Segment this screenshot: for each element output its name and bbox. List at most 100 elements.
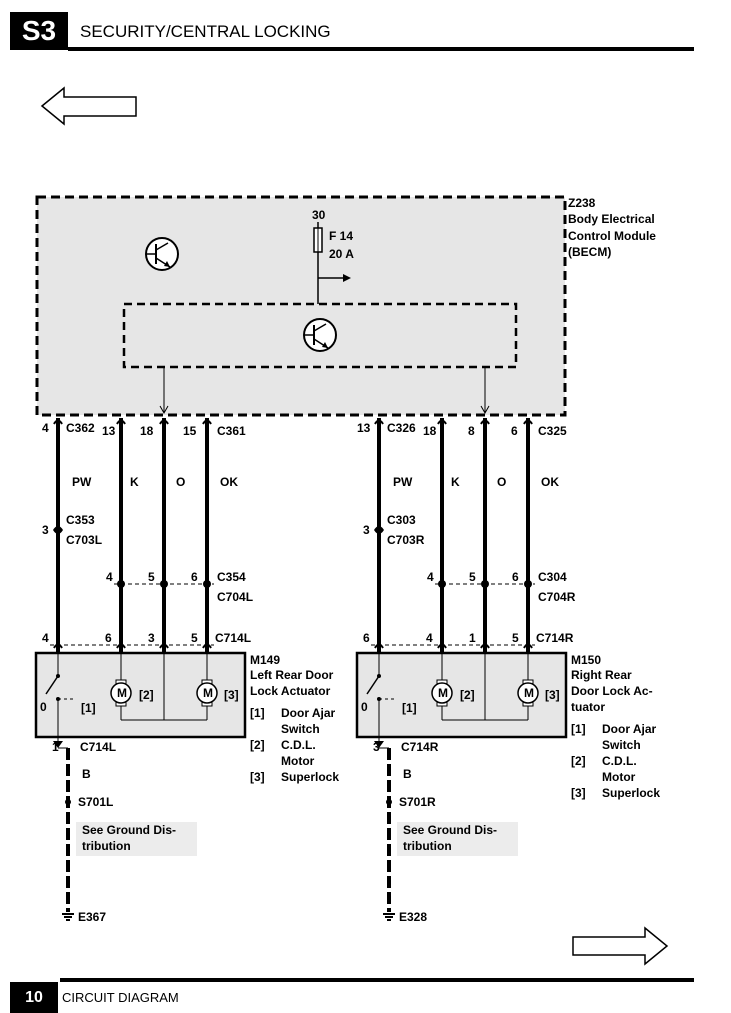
- ground-note-box: [76, 822, 197, 856]
- left-motor-label: M: [117, 686, 127, 700]
- right-pin-pw: 13: [357, 421, 371, 435]
- right-legend-text: C.D.L.: [602, 754, 637, 768]
- right-superlock-label: M: [524, 686, 534, 700]
- left-splice: S701L: [78, 795, 113, 809]
- right-wire-k: K: [451, 475, 460, 489]
- right-wire-ok: OK: [541, 475, 559, 489]
- left-component-line2: Lock Actuator: [250, 684, 331, 698]
- right-pin-ok: 6: [511, 424, 518, 438]
- footer-title: CIRCUIT DIAGRAM: [62, 990, 179, 1005]
- right-wire-o: O: [497, 475, 506, 489]
- left-legend-ref: [2]: [250, 738, 265, 752]
- left-pin-k: 13: [102, 424, 116, 438]
- right-pin-o: 8: [468, 424, 475, 438]
- right-legend-text: Door Ajar: [602, 722, 657, 736]
- right-motor-label: M: [438, 686, 448, 700]
- motor-icon: [431, 679, 453, 707]
- left-act-pin-pw: 4: [42, 631, 49, 645]
- right-legend-text: Switch: [602, 738, 641, 752]
- right-connector-a: C326: [387, 421, 416, 435]
- becm-id: Z238: [568, 196, 596, 210]
- fuse-supply-label: 30: [312, 208, 326, 222]
- section-badge: S3: [10, 12, 68, 50]
- right-inline-a-name2: C703R: [387, 533, 425, 547]
- left-harness: [34, 418, 247, 921]
- left-superlock-ref: [3]: [224, 688, 239, 702]
- prev-page-arrow-icon[interactable]: [40, 86, 137, 126]
- left-legend-ref: [3]: [250, 770, 265, 784]
- right-act-pin-pw: 6: [363, 631, 370, 645]
- right-note-line2: tribution: [403, 839, 452, 853]
- right-inline-b-name1: C304: [538, 570, 567, 584]
- left-legend-text: Superlock: [281, 770, 339, 784]
- left-inline-a-name1: C353: [66, 513, 95, 527]
- right-legend-ref: [1]: [571, 722, 586, 736]
- left-motor-ref: [2]: [139, 688, 154, 702]
- right-pin-k: 18: [423, 424, 437, 438]
- left-act-pin-ok: 5: [191, 631, 198, 645]
- right-note-line1: See Ground Dis-: [403, 823, 497, 837]
- right-inline-b-pin-o: 5: [469, 570, 476, 584]
- becm-name-line1: Body Electrical: [568, 212, 655, 226]
- left-act-pin-k: 6: [105, 631, 112, 645]
- right-component-line3: tuator: [571, 700, 605, 714]
- left-act-pin-o: 3: [148, 631, 155, 645]
- right-legend-ref: [3]: [571, 786, 586, 800]
- header-rule: [68, 47, 694, 51]
- transistor-icon: [145, 237, 179, 271]
- becm-name-line2: Control Module: [568, 229, 656, 243]
- right-switch-ref: [1]: [402, 701, 417, 715]
- motor-icon: [517, 679, 539, 707]
- right-act-pin-o: 1: [469, 631, 476, 645]
- left-act-connector: C714L: [215, 631, 251, 645]
- left-wire-ok: OK: [220, 475, 238, 489]
- left-inline-a-name2: C703L: [66, 533, 102, 547]
- right-act-connector: C714R: [536, 631, 574, 645]
- right-legend: [1] Door Ajar Switch [2] C.D.L. Motor [3…: [571, 722, 660, 800]
- right-inline-b-name2: C704R: [538, 590, 576, 604]
- right-ground-connector: C714R: [401, 740, 439, 754]
- becm-name-line3: (BECM): [568, 245, 611, 259]
- right-superlock-ref: [3]: [545, 688, 560, 702]
- right-inline-a-name1: C303: [387, 513, 416, 527]
- left-inline-b-name1: C354: [217, 570, 246, 584]
- fuse-rating-label: 20 A: [329, 247, 354, 261]
- left-connector-b: C361: [217, 424, 246, 438]
- right-component-line2: Door Lock Ac-: [571, 684, 653, 698]
- ground-note-box: [397, 822, 518, 856]
- left-pin-o: 18: [140, 424, 154, 438]
- left-legend-ref: [1]: [250, 706, 265, 720]
- ground-icon: [383, 913, 395, 921]
- left-inline-a-pin: 3: [42, 523, 49, 537]
- left-pin-pw: 4: [42, 421, 49, 435]
- left-inline-b-pin-ok: 6: [191, 570, 198, 584]
- left-legend-text: Switch: [281, 722, 320, 736]
- right-motor-ref: [2]: [460, 688, 475, 702]
- right-component-line1: Right Rear: [571, 668, 632, 682]
- right-legend-text: Superlock: [602, 786, 660, 800]
- left-ground-wire-color: B: [82, 767, 91, 781]
- left-connector-a: C362: [66, 421, 95, 435]
- fuse-icon: [313, 222, 351, 304]
- right-ground-wire-color: B: [403, 767, 412, 781]
- left-component-id: M149: [250, 653, 280, 667]
- right-inline-b-pin-ok: 6: [512, 570, 519, 584]
- left-ground-pin: 1: [52, 740, 59, 754]
- right-switch-pin: 0: [361, 700, 368, 714]
- fuse-id-label: F 14: [329, 229, 353, 243]
- transistor-icon: [303, 318, 337, 352]
- right-act-pin-ok: 5: [512, 631, 519, 645]
- right-act-pin-k: 4: [426, 631, 433, 645]
- next-page-arrow-icon[interactable]: [572, 926, 669, 966]
- right-legend-ref: [2]: [571, 754, 586, 768]
- left-wire-pw: PW: [72, 475, 92, 489]
- left-switch-ref: [1]: [81, 701, 96, 715]
- page-title: SECURITY/CENTRAL LOCKING: [80, 22, 331, 41]
- footer-rule: [60, 978, 694, 982]
- right-earth: E328: [399, 910, 427, 924]
- left-inline-b-pin-k: 4: [106, 570, 113, 584]
- left-component-line1: Left Rear Door: [250, 668, 334, 682]
- left-ground-connector: C714L: [80, 740, 116, 754]
- right-ground-pin: 3: [373, 740, 380, 754]
